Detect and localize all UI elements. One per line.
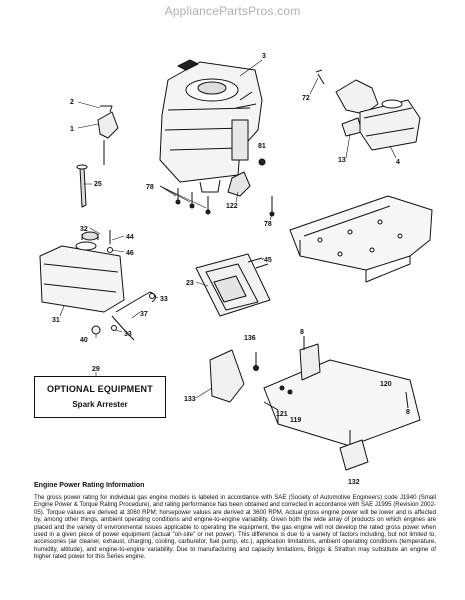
callout-133: 133 — [184, 396, 196, 403]
heat-shield-part[interactable] — [195, 253, 271, 317]
oil-drain-part[interactable] — [227, 158, 266, 197]
muffler-part[interactable] — [315, 69, 421, 151]
callout-81: 81 — [258, 143, 266, 150]
callout-4: 4 — [396, 159, 400, 166]
engine-power-heading: Engine Power Rating Information — [34, 482, 145, 489]
callout-2: 2 — [70, 99, 74, 106]
site-watermark: AppliancePartsPros.com — [164, 4, 301, 18]
callout-33-lower: 33 — [124, 331, 132, 338]
callout-44: 44 — [126, 234, 134, 241]
bracket-assembly-part[interactable] — [209, 336, 421, 471]
callout-29: 29 — [92, 366, 100, 373]
frame-plate-part[interactable] — [289, 195, 433, 283]
callout-45: 45 — [264, 257, 272, 264]
callout-119: 119 — [290, 417, 301, 424]
callout-132: 132 — [348, 479, 360, 486]
callout-25: 25 — [94, 181, 102, 188]
optional-equipment-box: OPTIONAL EQUIPMENT Spark Arrester — [34, 376, 166, 418]
tank-screws-part[interactable] — [107, 230, 113, 253]
callout-3: 3 — [262, 53, 266, 60]
callout-23: 23 — [186, 280, 194, 287]
engine-part[interactable] — [159, 59, 263, 193]
dipstick-part[interactable] — [76, 164, 88, 208]
callout-72: 72 — [302, 95, 310, 102]
carburetor-linkage-part[interactable] — [97, 105, 119, 165]
fuel-tank-part[interactable] — [39, 231, 125, 313]
engine-bolts-part[interactable] — [175, 188, 275, 217]
callout-121: 121 — [276, 411, 288, 418]
callout-32: 32 — [80, 226, 88, 233]
callout-120: 120 — [380, 381, 392, 388]
callout-1: 1 — [70, 126, 74, 133]
callout-78-right: 78 — [264, 221, 272, 228]
callout-8-upper: 8 — [300, 329, 304, 336]
callout-37: 37 — [140, 311, 148, 318]
callout-33-upper: 33 — [160, 296, 168, 303]
callout-122: 122 — [226, 203, 238, 210]
fuel-line-part[interactable] — [91, 291, 156, 341]
callout-136: 136 — [244, 335, 256, 342]
callout-8-lower: 8 — [406, 409, 410, 416]
spark-arrester-label[interactable]: Spark Arrester — [72, 400, 128, 409]
callout-13: 13 — [338, 157, 346, 164]
callout-31: 31 — [52, 317, 60, 324]
callout-40: 40 — [80, 337, 88, 344]
callout-78-left: 78 — [146, 184, 154, 191]
callout-46: 46 — [126, 250, 134, 257]
engine-power-paragraph: The gross power rating for individual ga… — [34, 494, 436, 561]
optional-equipment-title: OPTIONAL EQUIPMENT — [47, 384, 153, 394]
